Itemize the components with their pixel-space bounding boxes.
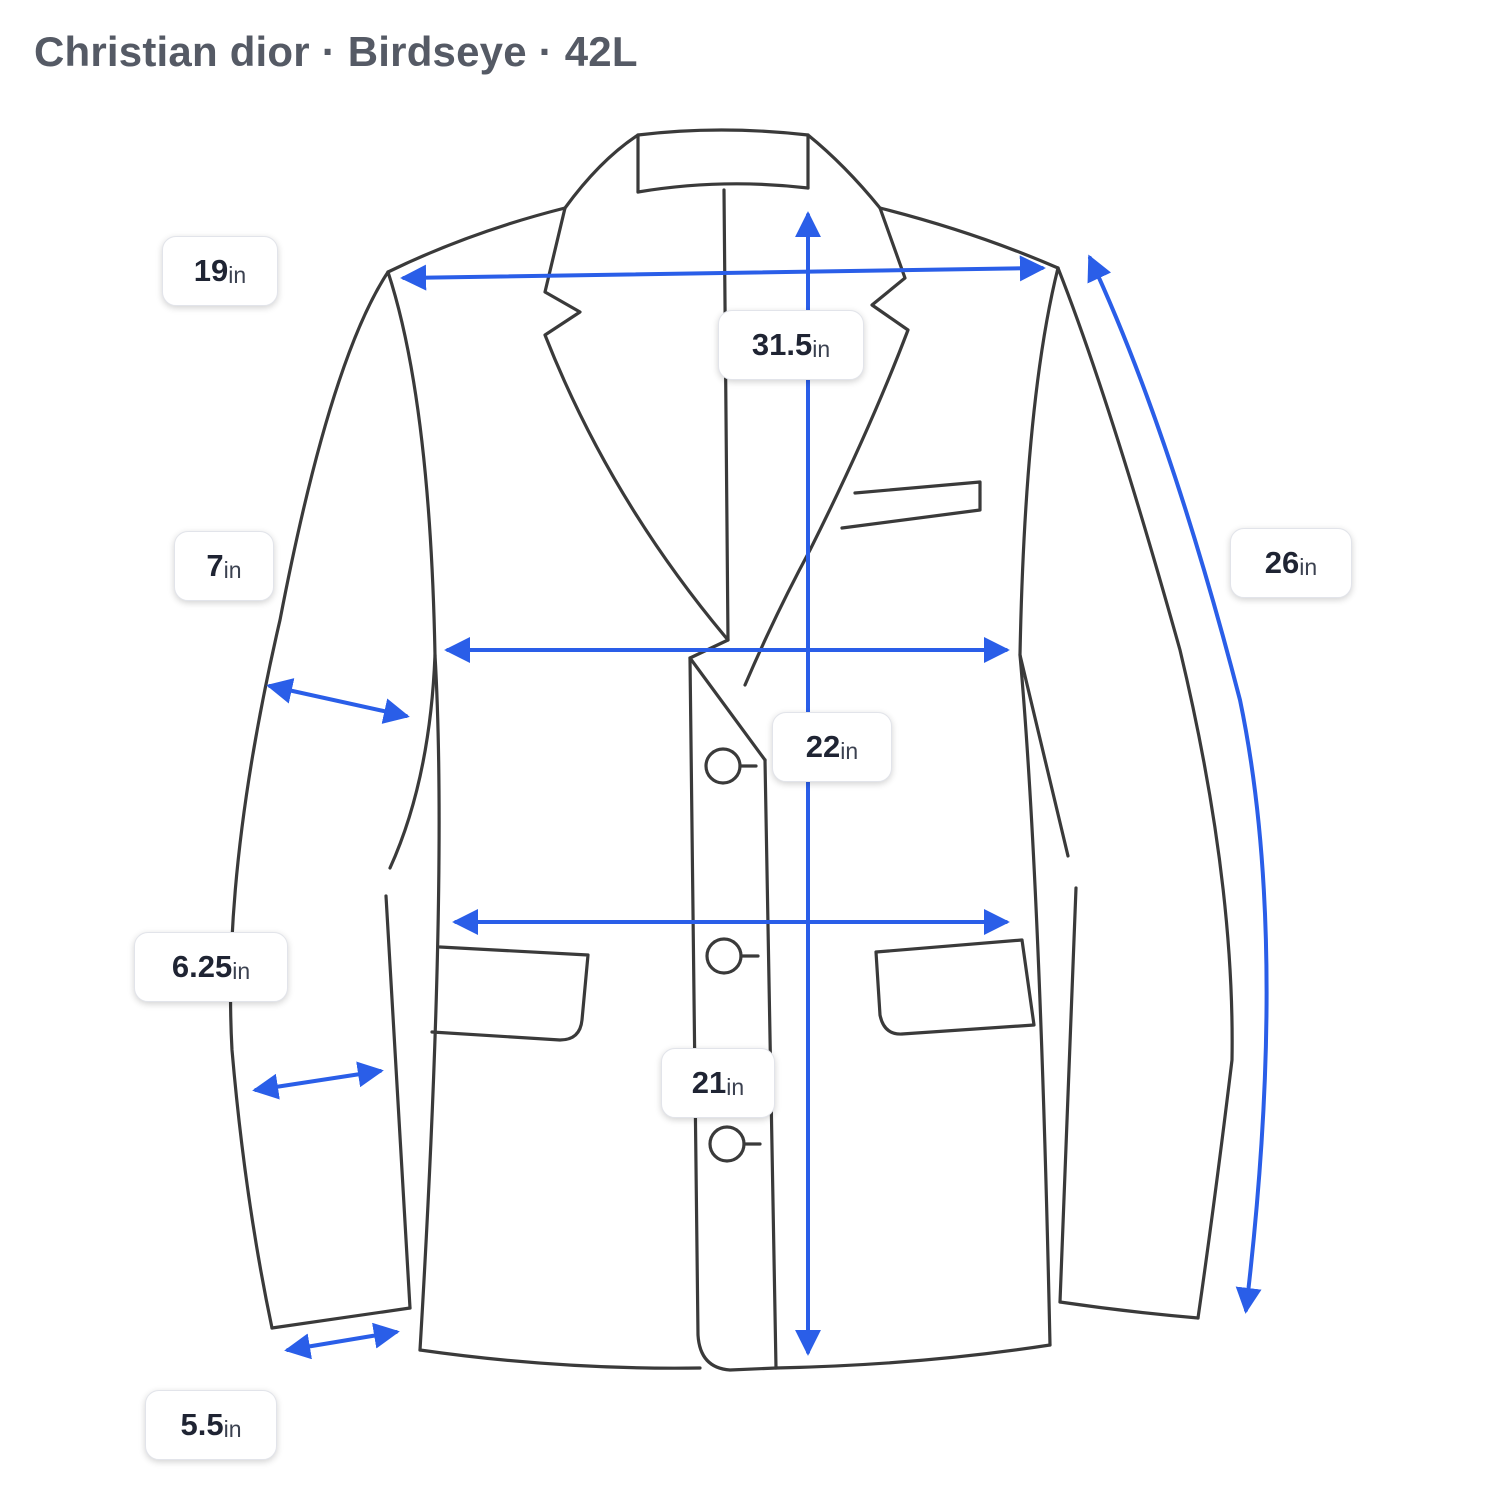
- neck-seam: [722, 188, 730, 642]
- right-sleeve-inner: [1018, 266, 1070, 858]
- right-sleeve-lower: [1058, 886, 1078, 1304]
- breast-pocket: [840, 480, 982, 530]
- hem-left: [418, 1348, 702, 1370]
- page-title: Christian dior · Birdseye · 42L: [34, 28, 638, 75]
- bicep-arrow: [266, 678, 410, 724]
- left-sleeve-outer: [228, 270, 390, 1330]
- collar-inner: [636, 182, 810, 194]
- left-hip-pocket: [430, 945, 590, 1042]
- button-2: [705, 937, 743, 975]
- shoulder-arrow: [400, 255, 1046, 291]
- left-sleeve-lower: [384, 894, 412, 1310]
- collar-back: [563, 128, 882, 210]
- measurement-arrows: [252, 211, 1269, 1360]
- forearm-arrow: [252, 1061, 384, 1100]
- right-cuff: [1058, 1300, 1200, 1320]
- sleeve-arrow: [1087, 254, 1269, 1314]
- hem-right: [774, 1343, 1052, 1370]
- right-body-side: [1018, 653, 1052, 1347]
- cuff-arrow: [284, 1322, 400, 1360]
- left-body-side: [418, 653, 441, 1352]
- right-sleeve-outer: [1056, 266, 1234, 1320]
- front-edge: [688, 656, 778, 1372]
- left-shoulder: [386, 206, 567, 274]
- jacket-outline: [228, 128, 1234, 1372]
- left-cuff: [270, 1306, 412, 1330]
- left-sleeve-inner: [386, 270, 437, 870]
- right-shoulder: [878, 206, 1060, 270]
- left-lapel: [543, 206, 767, 762]
- right-lapel: [743, 206, 910, 687]
- right-hip-pocket: [874, 938, 1036, 1036]
- button-3: [708, 1125, 746, 1163]
- button-1: [704, 747, 742, 785]
